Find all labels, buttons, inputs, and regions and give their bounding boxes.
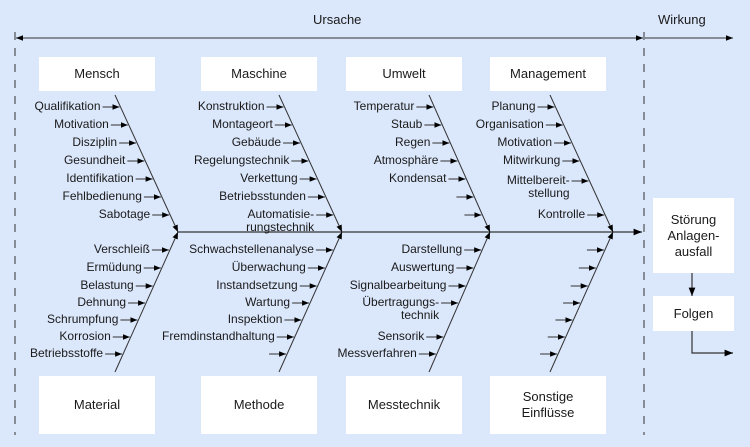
category-box-umwelt: Umwelt	[346, 57, 462, 91]
cause-label: Dehnung	[77, 295, 127, 309]
cause-label: Identifikation	[66, 171, 134, 185]
cause-label: Korrosion	[59, 329, 111, 343]
cause-label: Montageort	[212, 117, 273, 131]
cause-label: Ermüdung	[86, 260, 142, 274]
category-bone-bottom	[428, 231, 491, 373]
cause-label: Gesundheit	[63, 153, 126, 167]
cause-label: Motivation	[54, 117, 109, 131]
category-bone-top	[549, 94, 614, 233]
cause-label: Inspektion	[227, 312, 283, 326]
cause-label: Gebäude	[231, 135, 282, 149]
category-bone-bottom	[278, 231, 343, 373]
cause-label: Automatisie- rungstechnik	[246, 207, 315, 234]
category-box-messtechnik: Messtechnik	[346, 376, 462, 434]
cause-label: Staub	[391, 117, 423, 131]
cause-label: Kondensat	[389, 171, 447, 185]
category-bone-bottom	[549, 231, 614, 373]
category-box-sonstige-einfluesse: Sonstige Einflüsse	[490, 376, 606, 434]
category-box-mensch: Mensch	[39, 57, 155, 91]
cause-label: Regen	[395, 135, 431, 149]
cause-label: Konstruktion	[197, 99, 265, 113]
cause-label: Überwachung	[231, 260, 306, 274]
cause-label: Fremdinstandhaltung	[162, 329, 275, 343]
cause-label: Regelungstechnik	[193, 153, 290, 167]
cause-label: Temperatur	[353, 99, 415, 113]
category-bone-top	[114, 94, 179, 233]
category-box-material: Material	[39, 376, 155, 434]
category-box-management: Management	[490, 57, 606, 91]
cause-label: Darstellung	[401, 242, 463, 256]
cause-label: Disziplin	[72, 135, 118, 149]
cause-label: Betriebsstoffe	[29, 346, 104, 360]
category-bone-top	[428, 94, 491, 233]
cause-label: Organisation	[475, 117, 544, 131]
problem-box: Störung Anlagen- ausfall	[653, 198, 734, 273]
cause-label: Motivation	[497, 135, 553, 149]
consequence-box: Folgen	[653, 296, 734, 331]
category-box-methode: Methode	[201, 376, 317, 434]
cause-label: Instandsetzung	[216, 278, 298, 292]
cause-label: Verschleiß	[93, 242, 150, 256]
consequence-out-arrow	[691, 331, 733, 357]
cause-label: Atmosphäre	[373, 153, 439, 167]
category-bone-bottom	[114, 231, 179, 373]
category-box-maschine: Maschine	[201, 57, 317, 91]
cause-label: Fehlbedienung	[62, 189, 142, 203]
cause-label: Kontrolle	[537, 207, 586, 221]
cause-label: Schrumpfung	[47, 312, 119, 326]
cause-label: Qualifikation	[34, 99, 101, 113]
cause-label: Messverfahren	[337, 346, 417, 360]
category-bone-top	[278, 94, 343, 233]
cause-label: Signalbearbeitung	[349, 278, 447, 292]
cause-label: Planung	[491, 99, 536, 113]
cause-label: Mittelbereit- stellung	[506, 173, 570, 200]
cause-label: Mitwirkung	[503, 153, 561, 167]
effect-header: Wirkung	[658, 12, 706, 27]
cause-label: Schwachstellenanalyse	[189, 242, 314, 256]
cause-label: Verkettung	[240, 171, 298, 185]
cause-header: Ursache	[313, 12, 362, 27]
cause-label: Übertragungs- technik	[362, 295, 440, 322]
cause-label: Sensorik	[377, 329, 425, 343]
cause-label: Betriebsstunden	[219, 189, 306, 203]
cause-label: Belastung	[80, 278, 134, 292]
cause-label: Sabotage	[98, 207, 151, 221]
cause-label: Wartung	[245, 295, 291, 309]
cause-label: Auswertung	[390, 260, 455, 274]
